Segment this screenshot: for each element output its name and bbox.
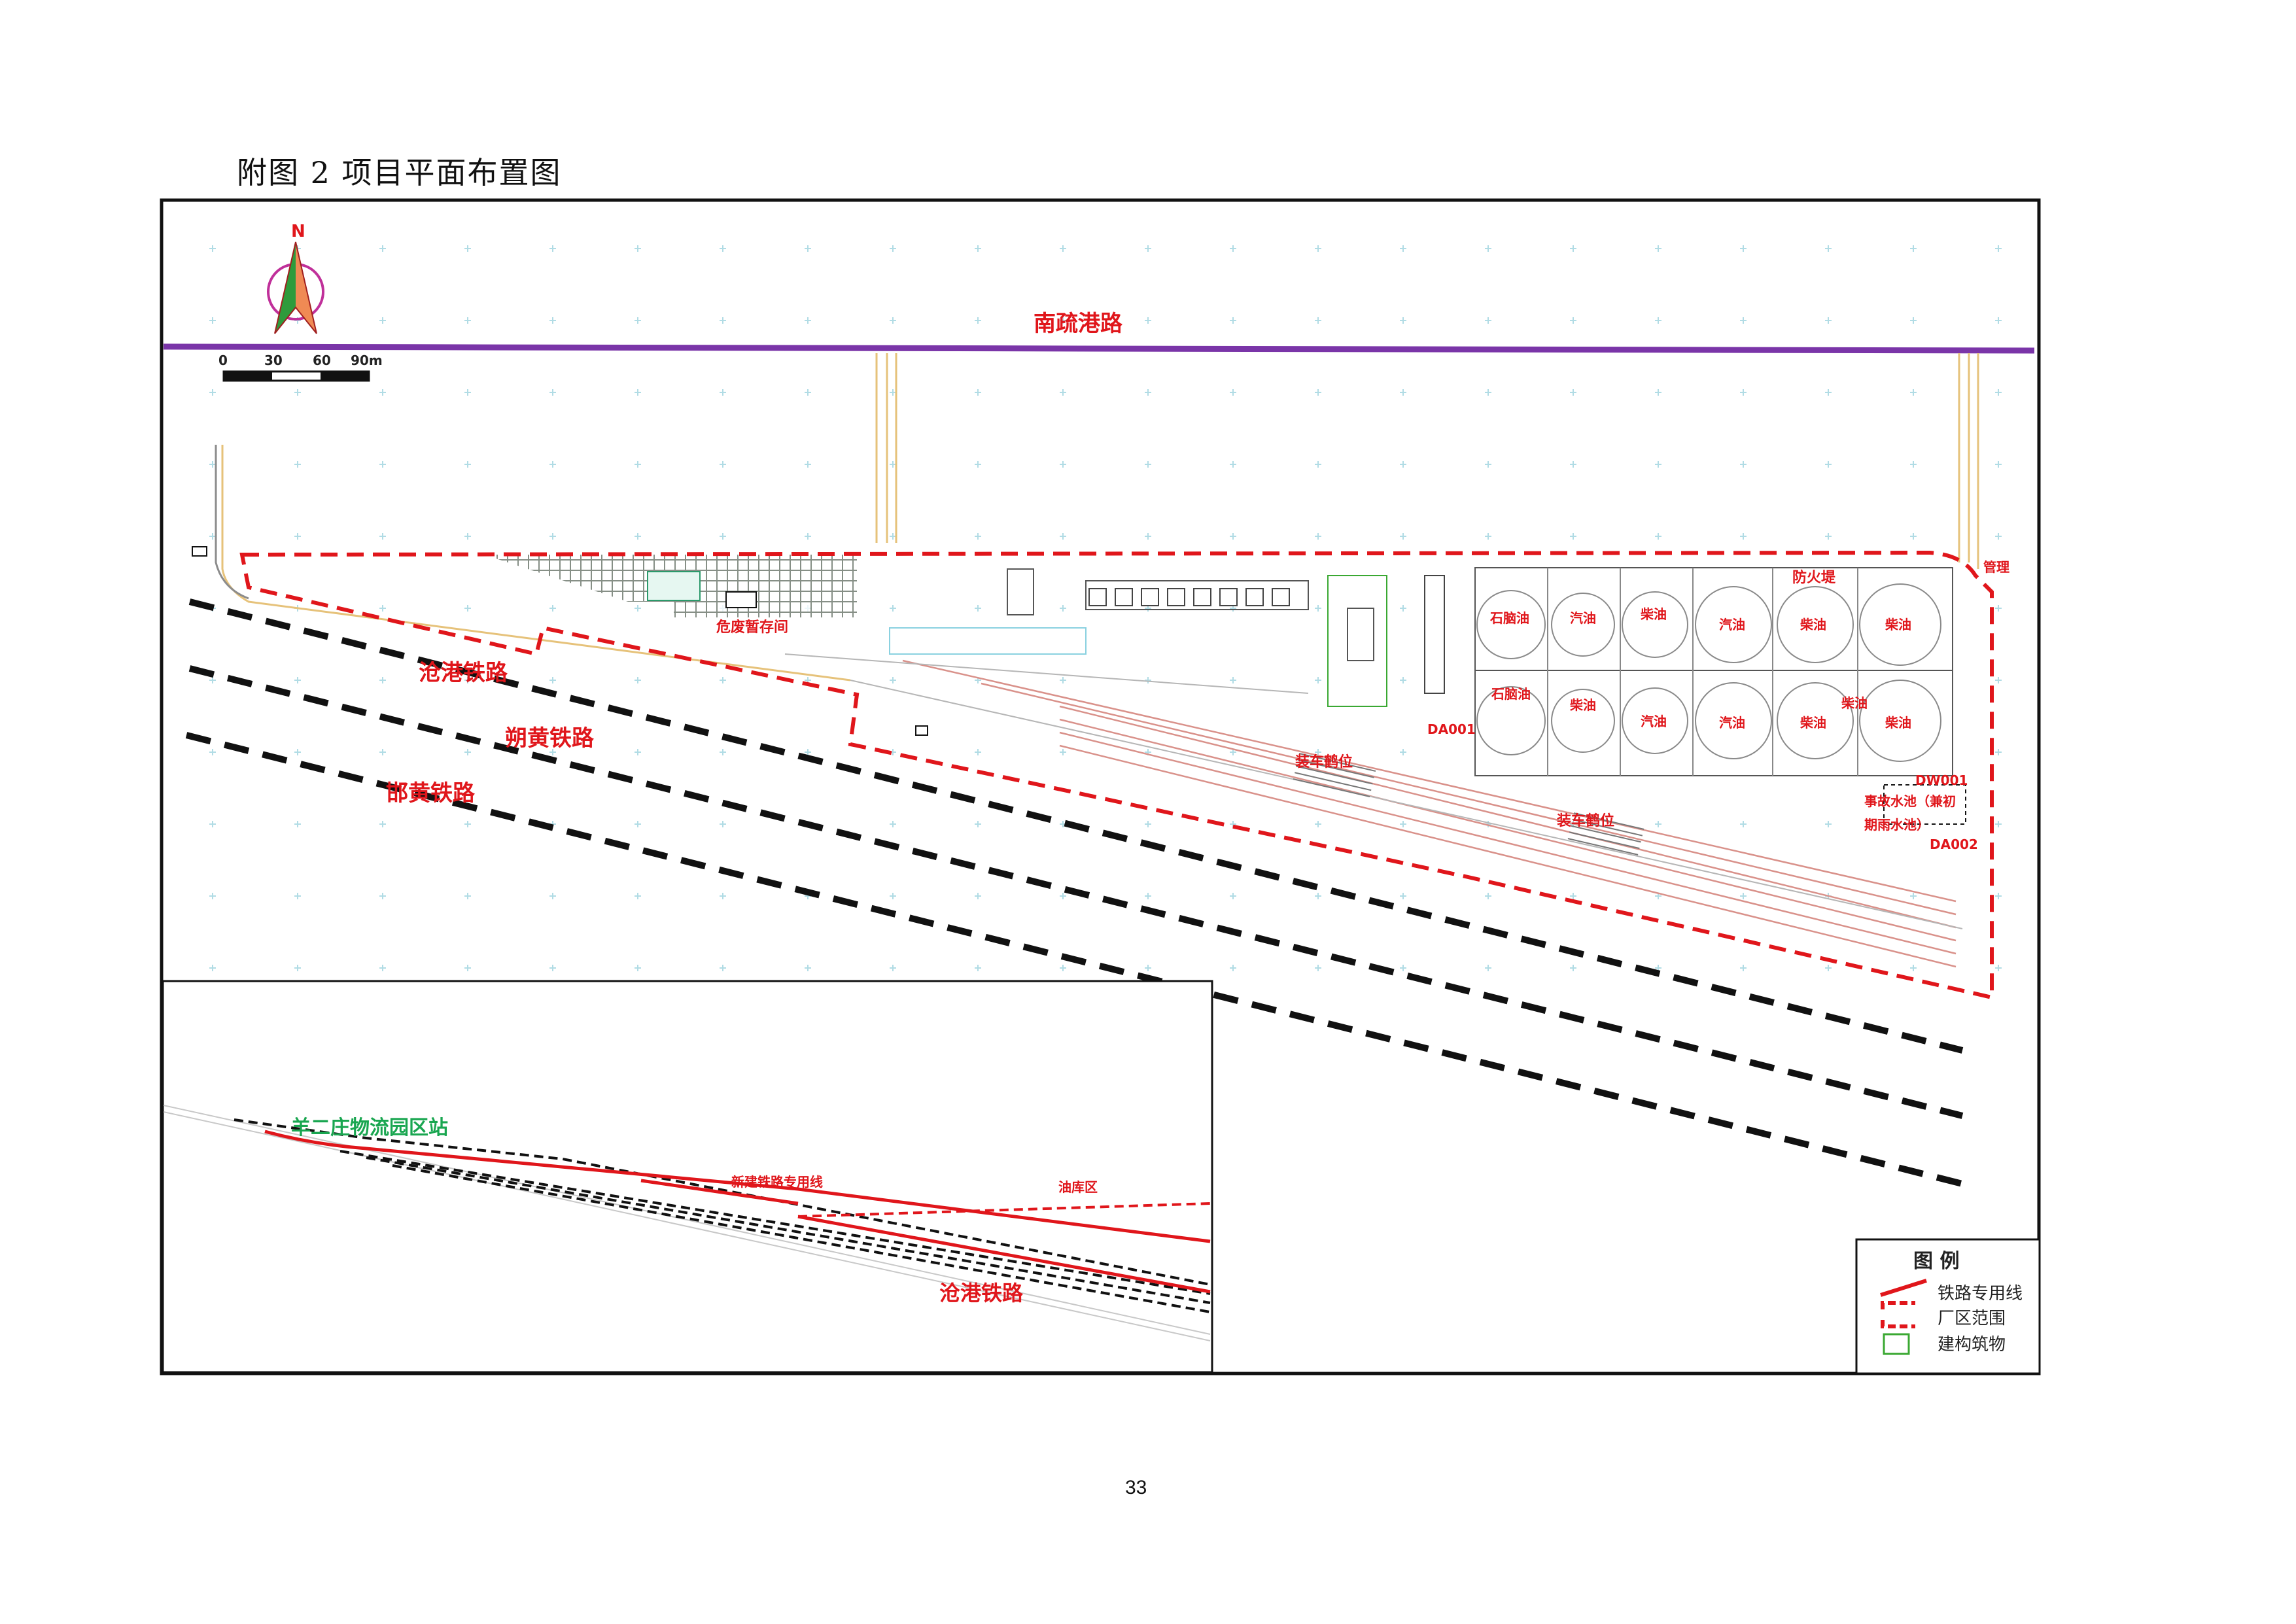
loading-platform-2	[1567, 810, 1645, 858]
tank-top-1: 石脑油	[1489, 610, 1529, 626]
tank-bottom-5: 柴油	[1800, 715, 1826, 731]
sports-court	[647, 571, 701, 601]
left-road	[215, 445, 249, 600]
inset-railway-label: 沧港铁路	[939, 1281, 1024, 1305]
loading-label-1: 装车鹤位	[1295, 753, 1353, 770]
scale-label-90m: 90m	[351, 353, 383, 368]
legend	[1855, 1238, 2041, 1375]
loading-label-2: 装车鹤位	[1557, 812, 1614, 829]
inset-new-line-label: 新建铁路专用线	[731, 1174, 823, 1190]
tank-bottom-2: 柴油	[1569, 697, 1596, 713]
tank-bottom-6: 柴油	[1885, 715, 1911, 731]
legend-item-buildings: 建构筑物	[1938, 1335, 2006, 1355]
legend-item-boundary: 厂区范围	[1938, 1309, 2006, 1328]
railway-shuohuang-label: 朔黄铁路	[505, 725, 595, 752]
page-title: 附图 2 项目平面布置图	[237, 155, 562, 190]
scale-label-0: 0	[218, 353, 228, 368]
pipeline-label: 管理	[1983, 559, 2009, 575]
north-label: N	[291, 222, 305, 241]
inset-station-label: 羊二庄物流园区站	[291, 1116, 448, 1139]
emergency-pool-label-2: 期雨水池）	[1864, 817, 1930, 833]
tank-mid-label: 柴油	[1841, 695, 1868, 711]
railway-canggang-label: 沧港铁路	[419, 660, 508, 686]
site-boundary	[239, 550, 1994, 1000]
scale-label-60: 60	[313, 353, 331, 368]
tank-top-5: 柴油	[1800, 617, 1826, 632]
railway-hanhuang-label: 邯黄铁路	[386, 780, 476, 806]
scale-label-30: 30	[264, 353, 283, 368]
signal-box-mid	[915, 725, 928, 736]
north-road-label: 南疏港路	[1034, 311, 1123, 337]
tank-top-6: 柴油	[1885, 617, 1911, 632]
loading-platform-1	[1292, 750, 1377, 800]
tank-top-3: 柴油	[1640, 606, 1667, 622]
site-boundary-lines	[784, 653, 1963, 929]
outlet-dw001: DW001	[1915, 772, 1968, 788]
north-road-line	[163, 343, 2035, 354]
tank-farm	[1424, 567, 1953, 776]
legend-item-railway: 铁路专用线	[1938, 1284, 2023, 1304]
loading-tracks	[902, 659, 1957, 968]
tank-top-4: 汽油	[1719, 617, 1745, 632]
buildings	[725, 568, 1387, 707]
tank-bottom-1: 石脑油	[1491, 686, 1531, 702]
firewall-label: 防火堤	[1792, 570, 1836, 586]
tank-bottom-3: 汽油	[1641, 714, 1667, 729]
emergency-pool	[1883, 784, 1966, 825]
signal-box-left	[192, 546, 207, 557]
scale-bar	[222, 370, 370, 382]
main-railways	[185, 598, 1964, 1187]
inset-depot-label: 油库区	[1058, 1179, 1098, 1195]
emergency-pool-label-1: 事故水池（兼初	[1864, 793, 1956, 809]
page-number: 33	[1125, 1477, 1147, 1498]
outlet-da001: DA001	[1427, 721, 1476, 737]
tank-bottom-4: 汽油	[1719, 715, 1745, 731]
legend-title: 图 例	[1913, 1250, 1959, 1273]
hazardous-waste-label: 危废暂存间	[716, 619, 788, 636]
warehouse-bays	[1088, 588, 1290, 606]
north-arrow-icon	[267, 241, 324, 334]
outlet-da002: DA002	[1930, 837, 1978, 852]
tank-top-2: 汽油	[1570, 610, 1596, 626]
inset-map	[162, 980, 1213, 1373]
